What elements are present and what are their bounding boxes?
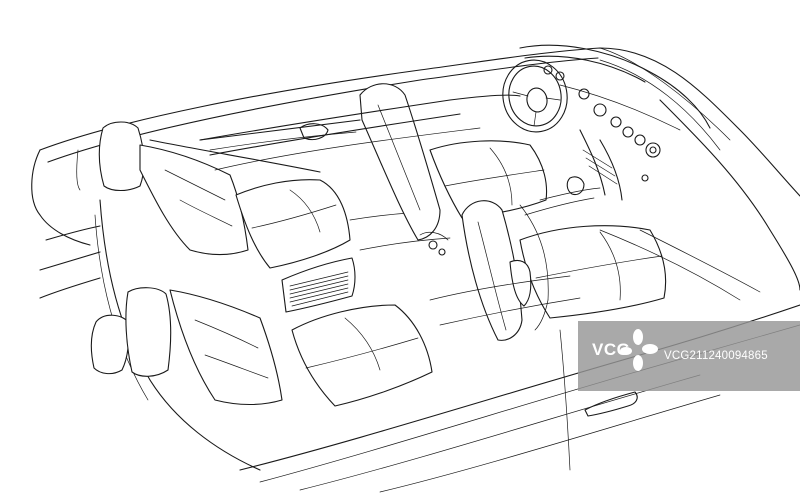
car-body [31, 47, 800, 493]
door-handle-icon [299, 123, 329, 141]
gauge-icon [578, 88, 590, 100]
front-door-panel [199, 94, 521, 171]
gear-shifter [566, 176, 585, 196]
watermark-brand: VCG [592, 340, 631, 359]
rear-seats [139, 119, 451, 407]
front-left-seat [359, 83, 548, 241]
watermark-image-id: VCG211240094865 [664, 350, 768, 362]
dashboard [419, 44, 711, 331]
front-right-seat [461, 200, 667, 341]
steering-wheel [502, 59, 568, 133]
rear-vent-grille [289, 271, 349, 307]
floor [429, 229, 761, 326]
watermark-box: VCG VCG211240094865 [578, 321, 800, 391]
rear-headrests [76, 121, 172, 377]
vcg-logo-icon [620, 329, 658, 371]
